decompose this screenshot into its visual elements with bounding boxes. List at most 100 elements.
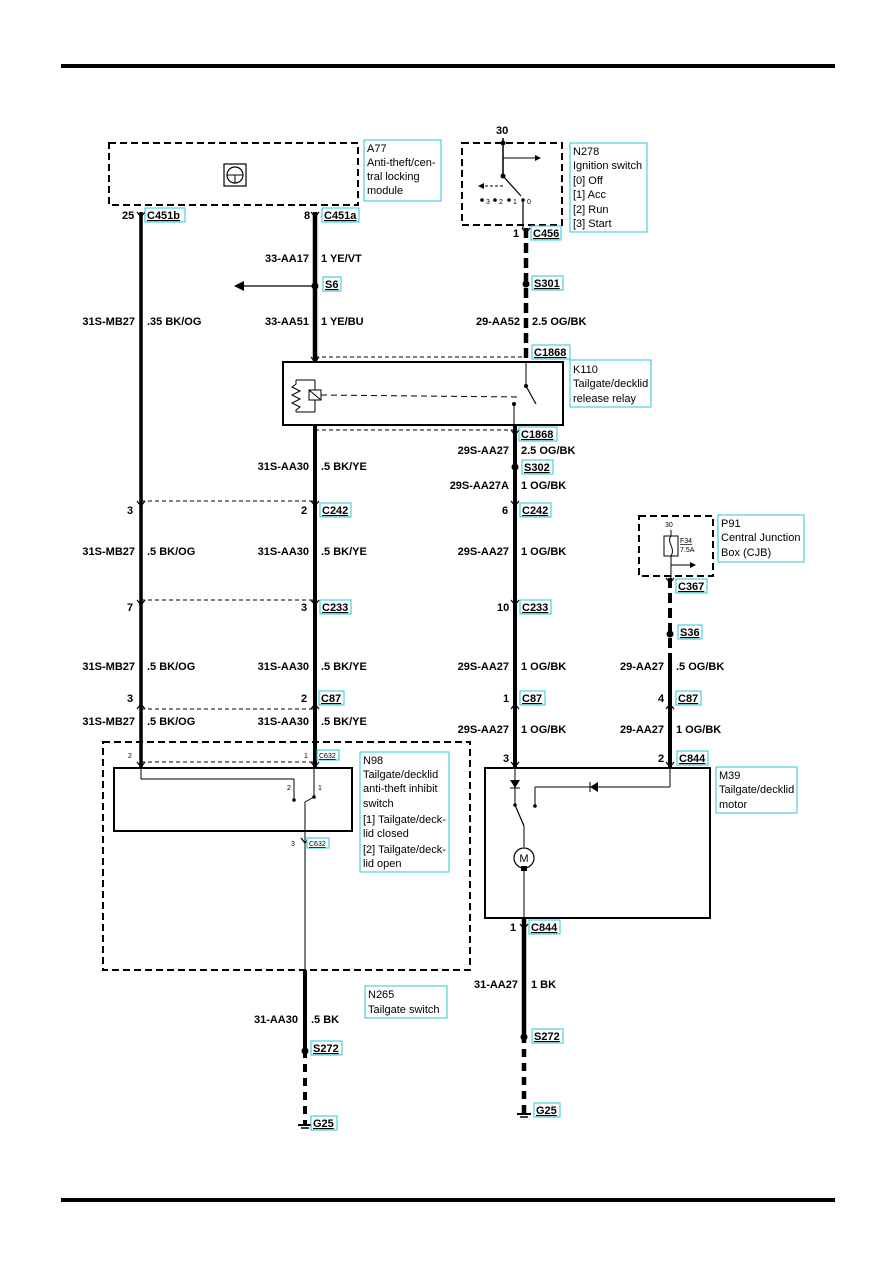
- wire-w5-spec: .5 BK/YE: [321, 461, 367, 473]
- n98-label-line1: N98: [363, 755, 383, 767]
- s6-splice-dot: [311, 282, 319, 290]
- wire-w1-spec: 1 YE/VT: [321, 253, 362, 265]
- wire-w12-spec: .5 BK/YE: [321, 661, 367, 673]
- n278-label-line6: [3] Start: [573, 218, 612, 230]
- n98-label-line8: lid open: [363, 858, 402, 870]
- m39-label-line3: motor: [719, 799, 747, 811]
- connector-c632-top: C632: [319, 753, 336, 760]
- connector-chevrons: [136, 211, 675, 930]
- s272-left-dot: [301, 1047, 309, 1055]
- connector-c451a: C451a: [324, 210, 357, 222]
- n278-pos-1: 1: [513, 199, 517, 206]
- ground-g25-right: G25: [536, 1105, 557, 1117]
- pin-a77-25: 25: [122, 210, 134, 222]
- pin-c242-3: 3: [127, 505, 133, 517]
- connector-dash-lines: [141, 356, 527, 763]
- a77-label-line2: Anti-theft/cen-: [367, 157, 436, 169]
- p91-cjb-box: [638, 515, 714, 577]
- connector-c233-col2: C233: [322, 602, 348, 614]
- p91-pin-30: 30: [665, 522, 673, 529]
- connector-c844-bottom: C844: [531, 922, 558, 934]
- n98-label-line2: Tailgate/decklid: [363, 769, 438, 781]
- wire-w14-id: 29-AA27: [620, 661, 664, 673]
- wire-w14-spec: .5 OG/BK: [676, 661, 724, 673]
- m39-motor-box: [484, 767, 711, 919]
- n98-label-line5: [1] Tailgate/deck-: [363, 814, 446, 826]
- wire-w10-id: 29S-AA27: [458, 546, 509, 558]
- wire-w13-spec: 1 OG/BK: [521, 661, 566, 673]
- p91-label-line3: Box (CJB): [721, 547, 771, 559]
- connector-c451b: C451b: [147, 210, 180, 222]
- pin-c242-6: 6: [502, 505, 508, 517]
- pin-a77-8: 8: [304, 210, 310, 222]
- wire-w11-spec: .5 BK/OG: [147, 661, 195, 673]
- n278-label-line5: [2] Run: [573, 204, 608, 216]
- ground-g25-left: G25: [313, 1118, 334, 1130]
- wire-w18-spec: 1 OG/BK: [676, 724, 721, 736]
- s272-right-dot: [520, 1033, 528, 1041]
- wire-w3-spec: 1 YE/BU: [321, 316, 364, 328]
- p91-label-line1: P91: [721, 518, 741, 530]
- bottom-rule: [61, 1198, 835, 1202]
- splice-s301: S301: [534, 278, 560, 290]
- connector-c242-col2: C242: [322, 505, 348, 517]
- n98-label-line3: anti-theft inhibit: [363, 783, 438, 795]
- connector-c87-col2: C87: [321, 693, 341, 705]
- pin-c844-1: 1: [510, 922, 516, 934]
- pin-c844-2: 2: [658, 753, 664, 765]
- wire-w12-id: 31S-AA30: [258, 661, 309, 673]
- k110-label-line3: release relay: [573, 393, 636, 405]
- k110-relay-box: [282, 361, 564, 426]
- wire-w2-spec: .35 BK/OG: [147, 316, 201, 328]
- s301-splice-dot: [522, 280, 530, 288]
- n98-pin-2: 2: [128, 753, 132, 760]
- a77-label-line1: A77: [367, 143, 387, 155]
- wire-w3-id: 33-AA51: [265, 316, 309, 328]
- connector-c456: C456: [533, 228, 559, 240]
- wire-w7-id: 29S-AA27A: [450, 480, 509, 492]
- wire-w10-spec: 1 OG/BK: [521, 546, 566, 558]
- connector-c367: C367: [678, 581, 704, 593]
- connector-c1868-bottom: C1868: [521, 429, 553, 441]
- p91-fuse-name: F34: [680, 538, 692, 545]
- m39-label-line1: M39: [719, 770, 740, 782]
- s36-splice-dot: [666, 630, 674, 638]
- a77-module-box: [108, 142, 359, 206]
- pin-n278-1: 1: [513, 228, 519, 240]
- splice-s6: S6: [325, 279, 338, 291]
- n265-label-line1: N265: [368, 989, 394, 1001]
- n98-switch-pos-1: 1: [318, 785, 322, 792]
- pin-c87-3: 3: [127, 693, 133, 705]
- splice-s36: S36: [680, 627, 700, 639]
- wire-w4-id: 29-AA52: [476, 316, 520, 328]
- pin-c87-4: 4: [658, 693, 665, 705]
- pin-c844-3: 3: [503, 753, 509, 765]
- wire-w20-spec: 1 BK: [531, 979, 556, 991]
- wire-w17-spec: 1 OG/BK: [521, 724, 566, 736]
- pin-c87-1: 1: [503, 693, 509, 705]
- pin-c233-3: 3: [301, 602, 307, 614]
- n278-label-line3: [0] Off: [573, 175, 604, 187]
- g25-right-ground-icon: [517, 1113, 531, 1118]
- p91-fuse-rating: 7.5A: [680, 547, 695, 554]
- splice-s302: S302: [524, 462, 550, 474]
- k110-label-line2: Tailgate/decklid: [573, 378, 648, 390]
- splice-s272-left: S272: [313, 1043, 339, 1055]
- wire-w15-id: 31S-MB27: [82, 716, 135, 728]
- wire-w16-spec: .5 BK/YE: [321, 716, 367, 728]
- n265-label-line2: Tailgate switch: [368, 1004, 440, 1016]
- wire-w5-id: 31S-AA30: [258, 461, 309, 473]
- p91-label-line2: Central Junction: [721, 532, 801, 544]
- wire-w4-spec: 2.5 OG/BK: [532, 316, 586, 328]
- wire-w9-spec: .5 BK/YE: [321, 546, 367, 558]
- wire-w19-spec: .5 BK: [311, 1014, 339, 1026]
- wire-w18-id: 29-AA27: [620, 724, 664, 736]
- connector-c632-bottom: C632: [309, 841, 326, 848]
- m39-motor-internals: [510, 768, 671, 918]
- n278-pos-0: 0: [527, 199, 531, 206]
- k110-label-line1: K110: [573, 364, 598, 376]
- connector-c87-col3: C87: [522, 693, 542, 705]
- g25-left-ground-icon: [298, 1124, 312, 1129]
- s302-splice-dot: [511, 463, 519, 471]
